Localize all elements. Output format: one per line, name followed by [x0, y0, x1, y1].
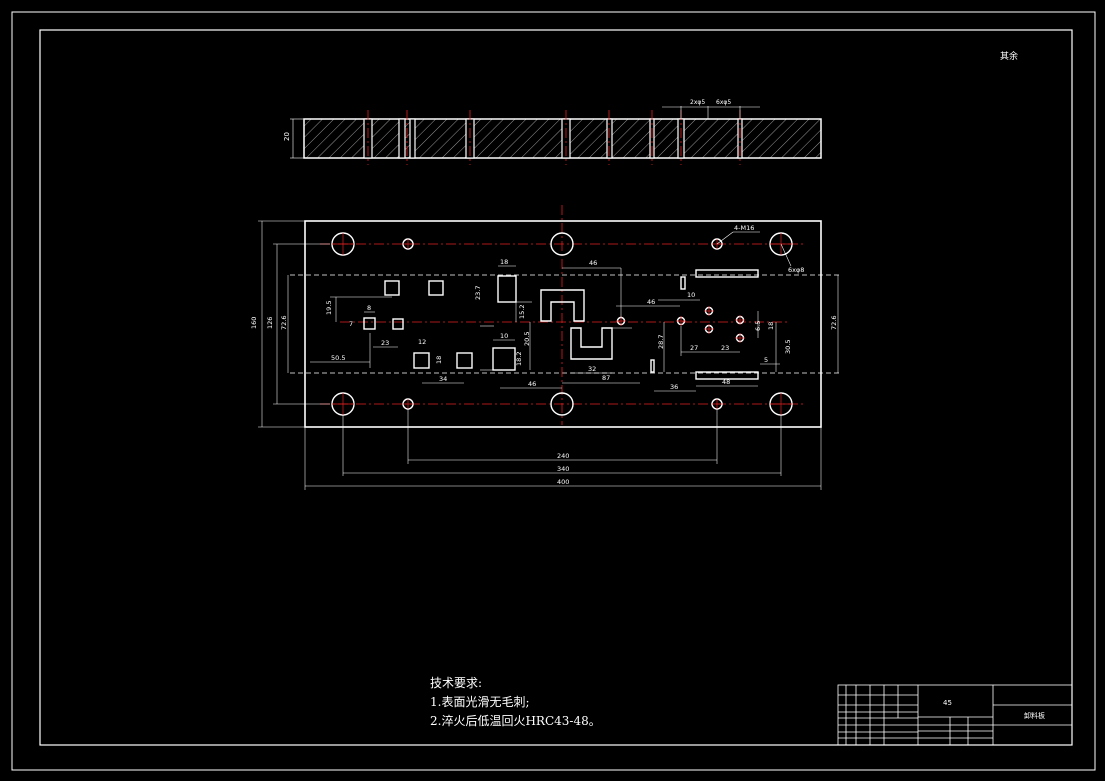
hole-note-2: 6xφ8: [788, 266, 804, 274]
inner-border: [39, 29, 1073, 746]
dim-right-1: 36: [670, 383, 678, 391]
title-part-name: 卸料板: [1024, 711, 1045, 720]
dim-center-3: 32: [588, 365, 596, 373]
dim-overall-length: 400: [557, 478, 569, 486]
dim-center-5: 15.2: [518, 305, 526, 319]
section-mark-1: 2xφ5: [690, 99, 705, 106]
dim-left-offset-1: 50.5: [331, 354, 345, 362]
dim-right-5: 18: [767, 322, 775, 330]
title-material: 45: [943, 699, 952, 707]
dim-left-small-2: 7: [349, 320, 353, 328]
dim-center-9: 18.2: [515, 352, 523, 366]
section-mark-2: 6xφ5: [716, 99, 731, 106]
dim-center-2: 87: [602, 374, 610, 382]
dim-lower-left-2: 12: [418, 338, 426, 346]
dim-right-4: 23: [721, 344, 729, 352]
dim-right-3: 27: [690, 344, 698, 352]
dim-bolt-span: 340: [557, 465, 569, 473]
dim-center-4: 46: [528, 380, 536, 388]
title-block: [837, 684, 1073, 746]
dim-right-8: 28.7: [657, 335, 665, 349]
plan-view: 400 340 240 160 126 72.6 72.6 50.5 23 8 …: [250, 205, 840, 490]
dim-left-small-1: 8: [367, 304, 371, 312]
dim-center-8: 18: [500, 258, 508, 266]
hole-note-1: 4-M16: [734, 224, 754, 232]
dim-overall-height: 160: [250, 317, 258, 329]
dim-right-6: 30.5: [784, 340, 792, 354]
dim-height-inner-1: 126: [266, 317, 274, 329]
corner-roughness-mark: 其余: [1000, 52, 1019, 62]
dim-lower-left-1: 34: [439, 375, 447, 383]
dim-center-1: 46: [589, 259, 597, 267]
dim-lower-left-3: 18: [435, 356, 443, 364]
dim-left-small-3: 19.5: [325, 301, 333, 315]
dim-center-11: 46: [647, 298, 655, 306]
section-thickness-label: 20: [283, 132, 291, 141]
technical-requirements-heading: 技术要求:: [430, 676, 483, 690]
dim-right-2: 48: [722, 378, 730, 386]
dim-height-right: 72.6: [830, 316, 838, 330]
dim-center-6: 20.5: [523, 332, 531, 346]
dim-right-9: 10: [687, 291, 695, 299]
dim-right-7: 5: [764, 356, 768, 364]
section-view: 20 2xφ5 6xφ5: [283, 99, 822, 165]
technical-requirement-2: 2.淬火后低温回火HRC43-48。: [430, 714, 601, 728]
dim-pin-span: 240: [557, 452, 569, 460]
dim-center-7: 23.7: [474, 286, 482, 300]
technical-requirements: 技术要求: 1.表面光滑无毛刺; 2.淬火后低温回火HRC43-48。: [430, 674, 601, 731]
technical-requirement-1: 1.表面光滑无毛刺;: [430, 695, 530, 709]
dim-center-10: 10: [500, 332, 508, 340]
dim-height-inner-2: 72.6: [280, 316, 288, 330]
outer-border: [11, 11, 1096, 771]
dim-left-offset-2: 23: [381, 339, 389, 347]
dim-right-10: 6.5: [754, 321, 762, 331]
